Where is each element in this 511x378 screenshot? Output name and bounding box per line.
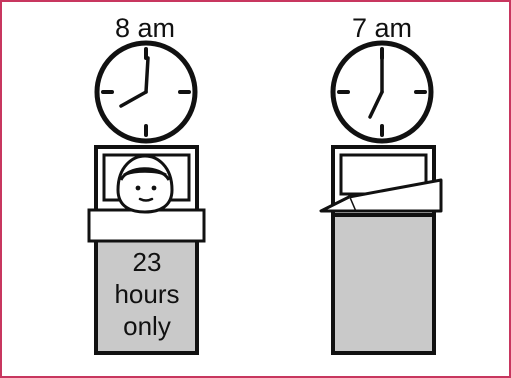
right-clock-icon [333, 43, 431, 141]
bed-hours-label: 23 hours only [98, 246, 196, 342]
hours-line-2: hours [98, 278, 196, 310]
hours-line-1: 23 [98, 246, 196, 278]
hours-line-3: only [98, 310, 196, 342]
left-clock-icon [97, 43, 195, 141]
right-bed-icon [321, 147, 441, 353]
sleeping-person-icon [118, 156, 172, 212]
